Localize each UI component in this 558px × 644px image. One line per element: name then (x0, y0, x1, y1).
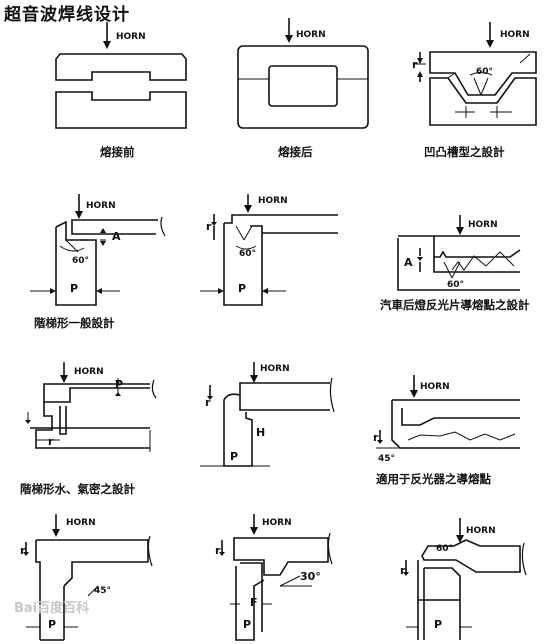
caption-step-design: 階梯形一般設計 (34, 316, 115, 330)
dimension-label-a: A (112, 230, 121, 243)
horn-label: HORN (466, 526, 496, 536)
figure-before-welding (56, 22, 186, 128)
dimension-label-p: P (230, 450, 239, 463)
watermark: Bai百度百科 (14, 601, 90, 616)
angle-label-60: 60° (72, 256, 90, 266)
dimension-label-p: P (115, 378, 124, 391)
figure-groove-design (414, 22, 536, 125)
figure-bottom-middle (219, 514, 332, 640)
horn-label: HORN (262, 518, 292, 528)
figure-bottom-right (403, 518, 526, 640)
caption-groove-design: 凹凸槽型之設計 (424, 145, 505, 159)
caption-after-welding: 熔接后 (278, 145, 313, 159)
horn-label: HORN (116, 32, 146, 42)
dimension-label-a: A (404, 256, 413, 269)
angle-label-45: 45° (94, 586, 112, 596)
dimension-label-r: r (412, 58, 418, 71)
horn-label: HORN (260, 364, 290, 374)
caption-step-watertight: 階梯形水、氣密之設計 (20, 482, 135, 496)
dimension-label-r: r (205, 396, 211, 409)
caption-reflector-energy: 適用于反光器之導熔點 (376, 472, 491, 486)
figure-after-welding (238, 18, 368, 128)
horn-label: HORN (74, 367, 104, 377)
horn-label: HORN (420, 382, 450, 392)
horn-label: HORN (468, 220, 498, 230)
dimension-label-f: F (250, 596, 258, 609)
dimension-label-r: r (48, 435, 54, 448)
dimension-label-p: P (48, 618, 57, 631)
figure-step-variant (200, 194, 338, 305)
dimension-label-p: P (434, 618, 443, 631)
horn-label: HORN (296, 30, 326, 40)
caption-before-welding: 熔接前 (100, 145, 135, 159)
dimension-label-p: P (238, 282, 247, 295)
horn-label: HORN (500, 30, 530, 40)
angle-label-30: 30° (300, 570, 321, 583)
dimension-label-r: r (400, 564, 406, 577)
horn-label: HORN (86, 201, 116, 211)
dimension-label-r: r (215, 544, 221, 557)
dimension-label-r: r (20, 544, 26, 557)
angle-label-45: 45° (378, 454, 396, 464)
dimension-label-h: H (256, 426, 266, 439)
horn-label: HORN (66, 518, 96, 528)
page-title: 超音波焊线设计 (4, 5, 130, 25)
dimension-label-p: P (70, 282, 79, 295)
figure-step-design (30, 194, 165, 305)
figure-reflector-design (398, 215, 520, 290)
dimension-label-r: r (373, 431, 379, 444)
figure-step-variant-2 (200, 362, 334, 466)
figure-bottom-left (23, 514, 152, 640)
horn-label: HORN (258, 196, 288, 206)
angle-label-60: 60° (476, 67, 494, 77)
dimension-label-p: P (243, 618, 252, 631)
dimension-label-r: r (206, 220, 212, 233)
figure-step-watertight (25, 362, 156, 452)
angle-label-60: 60° (239, 249, 257, 259)
angle-label-60: 60° (436, 544, 454, 554)
angle-label-60: 60° (447, 280, 465, 290)
caption-reflector-design: 汽車后燈反光片導熔點之設計 (380, 298, 530, 312)
figure-reflector-energy (376, 375, 520, 448)
